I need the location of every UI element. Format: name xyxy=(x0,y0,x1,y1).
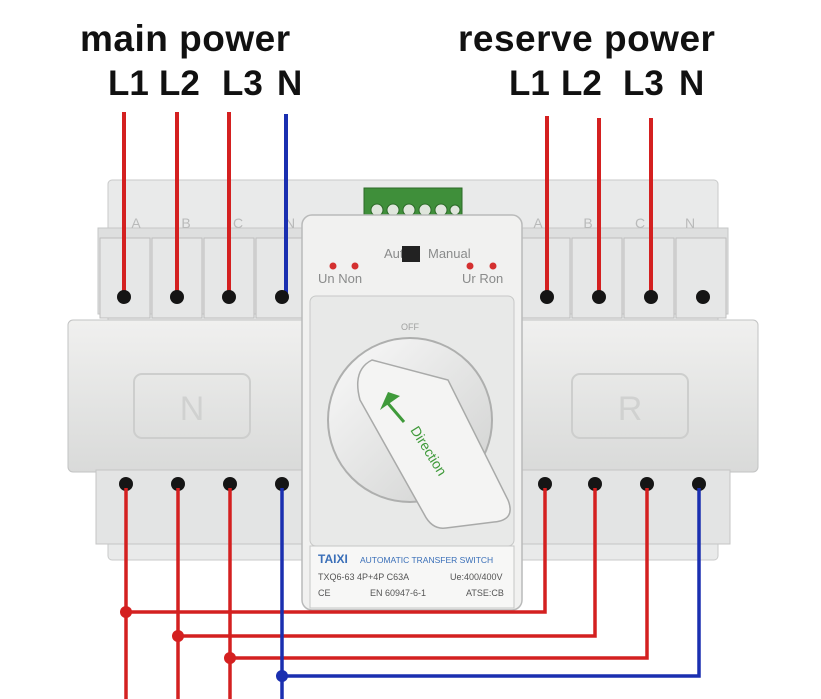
junction-dots xyxy=(120,606,288,682)
main-phase-l3-label: L3 xyxy=(222,64,263,103)
main-cover-letter: N xyxy=(180,390,205,428)
reserve-phase-l1-label: L1 xyxy=(509,64,550,103)
terminal-letter-reserve-c: C xyxy=(635,215,645,231)
reserve-power-label: reserve power xyxy=(458,18,716,59)
bridge-l1-wire xyxy=(126,488,547,614)
main-phase-l2-label: L2 xyxy=(159,64,200,103)
incoming-wires xyxy=(122,112,653,294)
bridge-l2-wire xyxy=(178,488,597,638)
reserve-cover-letter: R xyxy=(618,390,643,428)
terminal-letter-main-n: N xyxy=(285,215,295,231)
bridge-l3-wire xyxy=(230,488,649,660)
indicator-non-led xyxy=(351,262,359,270)
brand-label: TAIXI xyxy=(318,552,348,566)
terminal-letter-reserve-n: N xyxy=(685,215,695,231)
indicator-left-label: Un Non xyxy=(318,271,362,286)
voltage-label: Ue:400/400V xyxy=(450,572,503,582)
indicator-ron-led xyxy=(489,262,497,270)
terminal-letter-reserve-b: B xyxy=(583,215,592,231)
model-label: TXQ6-63 4P+4P C63A xyxy=(318,572,409,582)
ce-mark: CE xyxy=(318,588,331,598)
main-power-label: main power xyxy=(80,18,291,59)
bottom-terminal-screws xyxy=(119,477,706,491)
nameplate: TAIXI AUTOMATIC TRANSFER SWITCH TXQ6-63 … xyxy=(309,545,515,609)
indicator-ur-led xyxy=(466,262,474,270)
standard-label: EN 60947-6-1 xyxy=(370,588,426,598)
auto-manual-switch[interactable] xyxy=(402,246,420,262)
plate-title: AUTOMATIC TRANSFER SWITCH xyxy=(360,555,493,565)
bridge-n-wire xyxy=(282,488,701,678)
atse-label: ATSE:CB xyxy=(466,588,504,598)
reserve-cover: R xyxy=(571,373,689,439)
main-cover: N xyxy=(133,373,251,439)
main-phase-l1-label: L1 xyxy=(108,64,149,103)
indicator-right-label: Ur Ron xyxy=(462,271,503,286)
output-bridge-wires xyxy=(124,488,701,699)
reserve-phase-l2-label: L2 xyxy=(561,64,602,103)
terminal-letter-main-a: A xyxy=(131,215,141,231)
indicator-un-led xyxy=(329,262,337,270)
main-neutral-label: N xyxy=(277,64,303,103)
reserve-phase-l3-label: L3 xyxy=(623,64,664,103)
dial-off-label: OFF xyxy=(401,322,419,332)
reserve-neutral-label: N xyxy=(679,64,705,103)
terminal-letter-main-c: C xyxy=(233,215,243,231)
terminal-letter-main-b: B xyxy=(181,215,190,231)
rotary-handle[interactable]: Direction xyxy=(327,337,511,529)
terminal-letter-reserve-a: A xyxy=(533,215,543,231)
mode-manual-label: Manual xyxy=(428,246,471,261)
top-terminal-screws xyxy=(117,290,710,304)
